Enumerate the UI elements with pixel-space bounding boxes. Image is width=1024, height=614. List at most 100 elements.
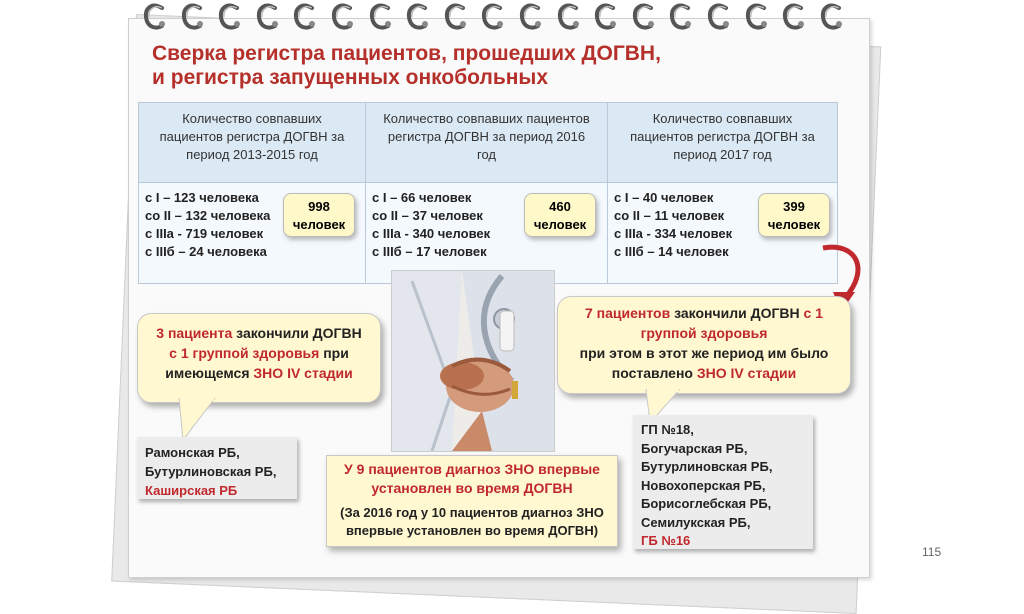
spiral-ring-icon xyxy=(142,2,168,32)
spiral-ring-icon xyxy=(443,2,469,32)
callout-text: закончили ДОГВН xyxy=(232,325,362,341)
list-item: Новохоперская РБ, xyxy=(641,477,766,493)
callout-text: при этом в этот же период им было xyxy=(579,345,829,361)
list-item: Рамонская РБ, xyxy=(145,445,240,460)
doctor-hands-illustration xyxy=(391,270,555,452)
left-district-list: Рамонская РБ, Бутурлиновская РБ, Каширск… xyxy=(137,437,297,499)
list-item: Борисоглебская РБ, xyxy=(641,496,772,511)
table-header-2017: Количество совпавших пациентов регистра … xyxy=(608,103,837,183)
right-callout: 7 пациентов закончили ДОГВН с 1 группой … xyxy=(557,296,851,394)
middle-note-box: У 9 пациентов диагноз ЗНО впервые устано… xyxy=(326,455,618,547)
callout-line: группой здоровья xyxy=(558,323,850,343)
table-row: с I – 123 человека xyxy=(145,190,259,205)
list-item: Семилукская РБ, xyxy=(641,514,751,530)
total-unit: человек xyxy=(533,217,587,232)
header-line: Количество совпавших пациентов xyxy=(383,111,590,126)
table-row: с I – 66 человек xyxy=(372,190,472,205)
header-line: регистра ДОГВН за период 2016 xyxy=(387,129,586,144)
spiral-ring-icon xyxy=(292,2,318,32)
spiral-ring-icon xyxy=(631,2,657,32)
list-item: Богучарская РБ, xyxy=(641,440,748,456)
spiral-ring-icon xyxy=(668,2,694,32)
callout-highlight: 3 пациента xyxy=(156,325,233,341)
spiral-ring-icon xyxy=(744,2,770,32)
table-cell-2017: с I – 40 человек со II – 11 человек с II… xyxy=(608,183,837,283)
spiral-ring-icon xyxy=(405,2,431,32)
total-badge-2017: 399 человек xyxy=(758,193,830,237)
header-line: Количество совпавших xyxy=(182,111,322,126)
callout-highlight: 7 пациентов xyxy=(585,305,671,321)
total-unit: человек xyxy=(767,217,821,232)
page-title: Сверка регистра пациентов, прошедших ДОГ… xyxy=(152,42,792,90)
table-header-2013-2015: Количество совпавших пациентов регистра … xyxy=(139,103,366,183)
table-row: с IIIa - 719 человек xyxy=(145,226,264,241)
left-callout-tail xyxy=(178,398,216,442)
callout-text: при xyxy=(319,345,349,361)
spiral-ring-icon xyxy=(368,2,394,32)
callout-line: при этом в этот же период им было xyxy=(558,343,850,363)
total-unit: человек xyxy=(292,217,346,232)
table-cell-2016: с I – 66 человек со II – 37 человек с II… xyxy=(366,183,608,283)
middle-line: установлен во время ДОГВН xyxy=(371,480,573,496)
callout-line: имеющемся ЗНО IV стадии xyxy=(138,363,380,383)
callout-highlight: ЗНО IV стадии xyxy=(696,365,797,381)
table-row: с I – 40 человек xyxy=(614,190,714,205)
table-row: с IIIa - 334 человек xyxy=(614,226,733,241)
spiral-ring-icon xyxy=(217,2,243,32)
header-line: пациентов регистра ДОГВН за xyxy=(630,129,815,144)
registry-table: Количество совпавших пациентов регистра … xyxy=(138,102,838,284)
right-district-list: ГП №18, Богучарская РБ, Бутурлиновская Р… xyxy=(633,415,813,549)
callout-line: поставлено ЗНО IV стадии xyxy=(558,363,850,383)
table-row: с IIIб – 17 человек xyxy=(372,244,487,259)
spiral-ring-icon xyxy=(556,2,582,32)
spiral-ring-icon xyxy=(480,2,506,32)
callout-line: 3 пациента закончили ДОГВН xyxy=(138,323,380,343)
page-number: 115 xyxy=(922,545,942,559)
title-line-1: Сверка регистра пациентов, прошедших ДОГ… xyxy=(152,42,661,65)
header-line: период 2013-2015 год xyxy=(186,147,318,162)
spiral-ring-icon xyxy=(518,2,544,32)
total-value: 998 xyxy=(308,199,330,214)
table-row: со II – 132 человека xyxy=(145,208,271,223)
table-row: со II – 37 человек xyxy=(372,208,483,223)
total-value: 399 xyxy=(783,199,805,214)
list-item-highlight: Каширская РБ xyxy=(145,483,238,498)
table-row: со II – 11 человек xyxy=(614,208,725,223)
callout-highlight: с 1 xyxy=(803,305,823,321)
middle-line: У 9 пациентов диагноз ЗНО впервые xyxy=(344,461,600,477)
right-callout-tail xyxy=(645,389,681,425)
table-header-2016: Количество совпавших пациентов регистра … xyxy=(366,103,608,183)
callout-highlight: ЗНО IV стадии xyxy=(253,365,353,381)
spiral-ring-icon xyxy=(180,2,206,32)
left-callout: 3 пациента закончили ДОГВН с 1 группой з… xyxy=(137,313,381,403)
middle-line: (За 2016 год у 10 пациентов диагноз ЗНО xyxy=(340,505,604,520)
callout-text: имеющемся xyxy=(165,365,254,381)
spiral-ring-icon xyxy=(781,2,807,32)
spiral-ring-icon xyxy=(593,2,619,32)
middle-line: впервые установлен во время ДОГВН) xyxy=(345,523,599,538)
callout-highlight: группой здоровья xyxy=(640,325,768,341)
callout-text: поставлено xyxy=(611,365,697,381)
spiral-ring-icon xyxy=(706,2,732,32)
list-item: Бутурлиновская РБ, xyxy=(641,459,773,474)
callout-line: 7 пациентов закончили ДОГВН с 1 xyxy=(558,303,850,323)
list-item: Бутурлиновская РБ, xyxy=(145,464,277,479)
table-row: с IIIб – 14 человек xyxy=(614,244,729,259)
callout-text: закончили ДОГВН xyxy=(670,305,804,321)
spiral-ring-icon xyxy=(330,2,356,32)
header-line: период 2017 год xyxy=(673,147,772,162)
total-badge-2013-2015: 998 человек xyxy=(283,193,355,237)
total-badge-2016: 460 человек xyxy=(524,193,596,237)
total-value: 460 xyxy=(549,199,571,214)
table-row: с IIIa - 340 человек xyxy=(372,226,491,241)
table-cell-2013-2015: с I – 123 человека со II – 132 человека … xyxy=(139,183,366,283)
spiral-ring-icon xyxy=(819,2,845,32)
title-line-2: и регистра запущенных онкобольных xyxy=(152,66,549,89)
header-line: Количество совпавших xyxy=(652,111,793,126)
callout-highlight: с 1 группой здоровья xyxy=(169,345,320,361)
table-row: с IIIб – 24 человека xyxy=(145,244,267,259)
header-line: пациентов регистра ДОГВН за xyxy=(159,129,345,144)
callout-line: с 1 группой здоровья при xyxy=(138,343,380,363)
list-item-highlight: ГБ №16 xyxy=(641,533,691,548)
spiral-ring-icon xyxy=(255,2,281,32)
